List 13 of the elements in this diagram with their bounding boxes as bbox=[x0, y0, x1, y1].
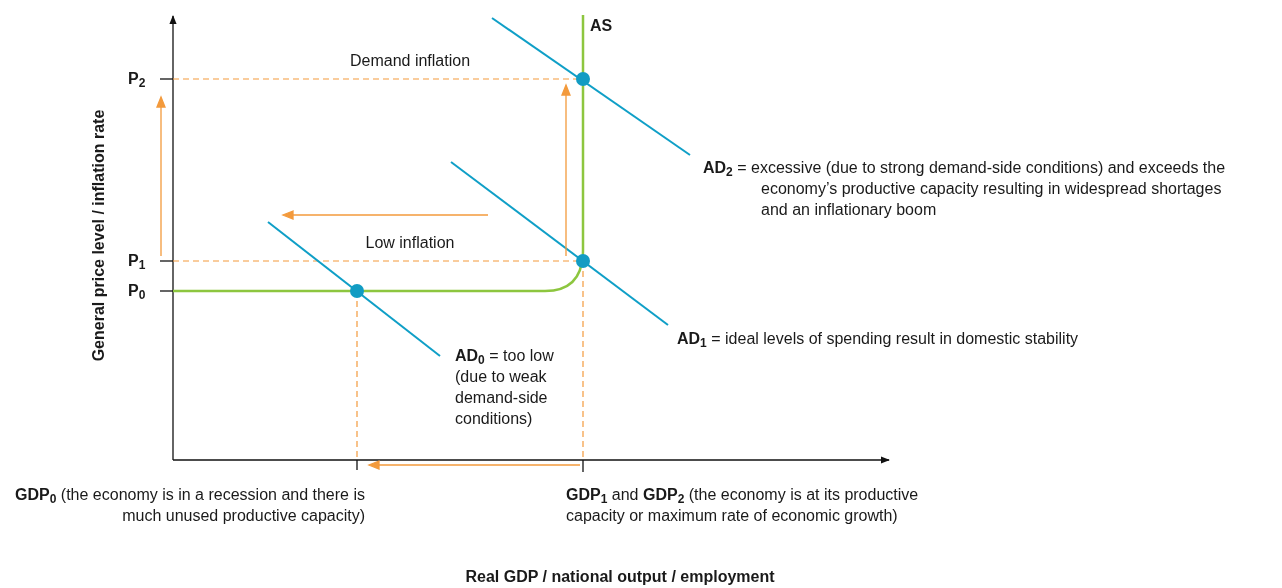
output-description: GDP$_{0}$ (the economy is in a recession and there is much unused productive capacity) bbox=[14, 485, 365, 526]
axis-title: General price level / inflation rate bbox=[88, 108, 108, 364]
price-level-label: P$_{1}$ bbox=[128, 251, 147, 271]
axis-title: Real GDP / national output / employment bbox=[464, 567, 776, 587]
curve-label: AS bbox=[590, 16, 614, 36]
curve-description: AD$_{2}$ = excessive (due to strong demand-side conditions) and exceeds the economy’s productive capacity resulting in widespread shortages and an inflationary boom bbox=[703, 158, 1227, 220]
region-label: Low inflation bbox=[364, 233, 456, 253]
region-label: Demand inflation bbox=[348, 51, 472, 71]
curve-description: AD$_{1}$ = ideal levels of spending result in domestic stability bbox=[677, 329, 1080, 349]
price-level-label: P$_{2}$ bbox=[128, 69, 147, 89]
curve-description: AD$_{0}$ = too low (due to weak demand-side conditions) bbox=[455, 346, 555, 429]
price-level-label: P$_{0}$ bbox=[128, 281, 147, 301]
output-description: GDP$_{1}$ and GDP$_{2}$ (the economy is at its productive capacity or maximum rate of economic growth) bbox=[566, 485, 920, 526]
